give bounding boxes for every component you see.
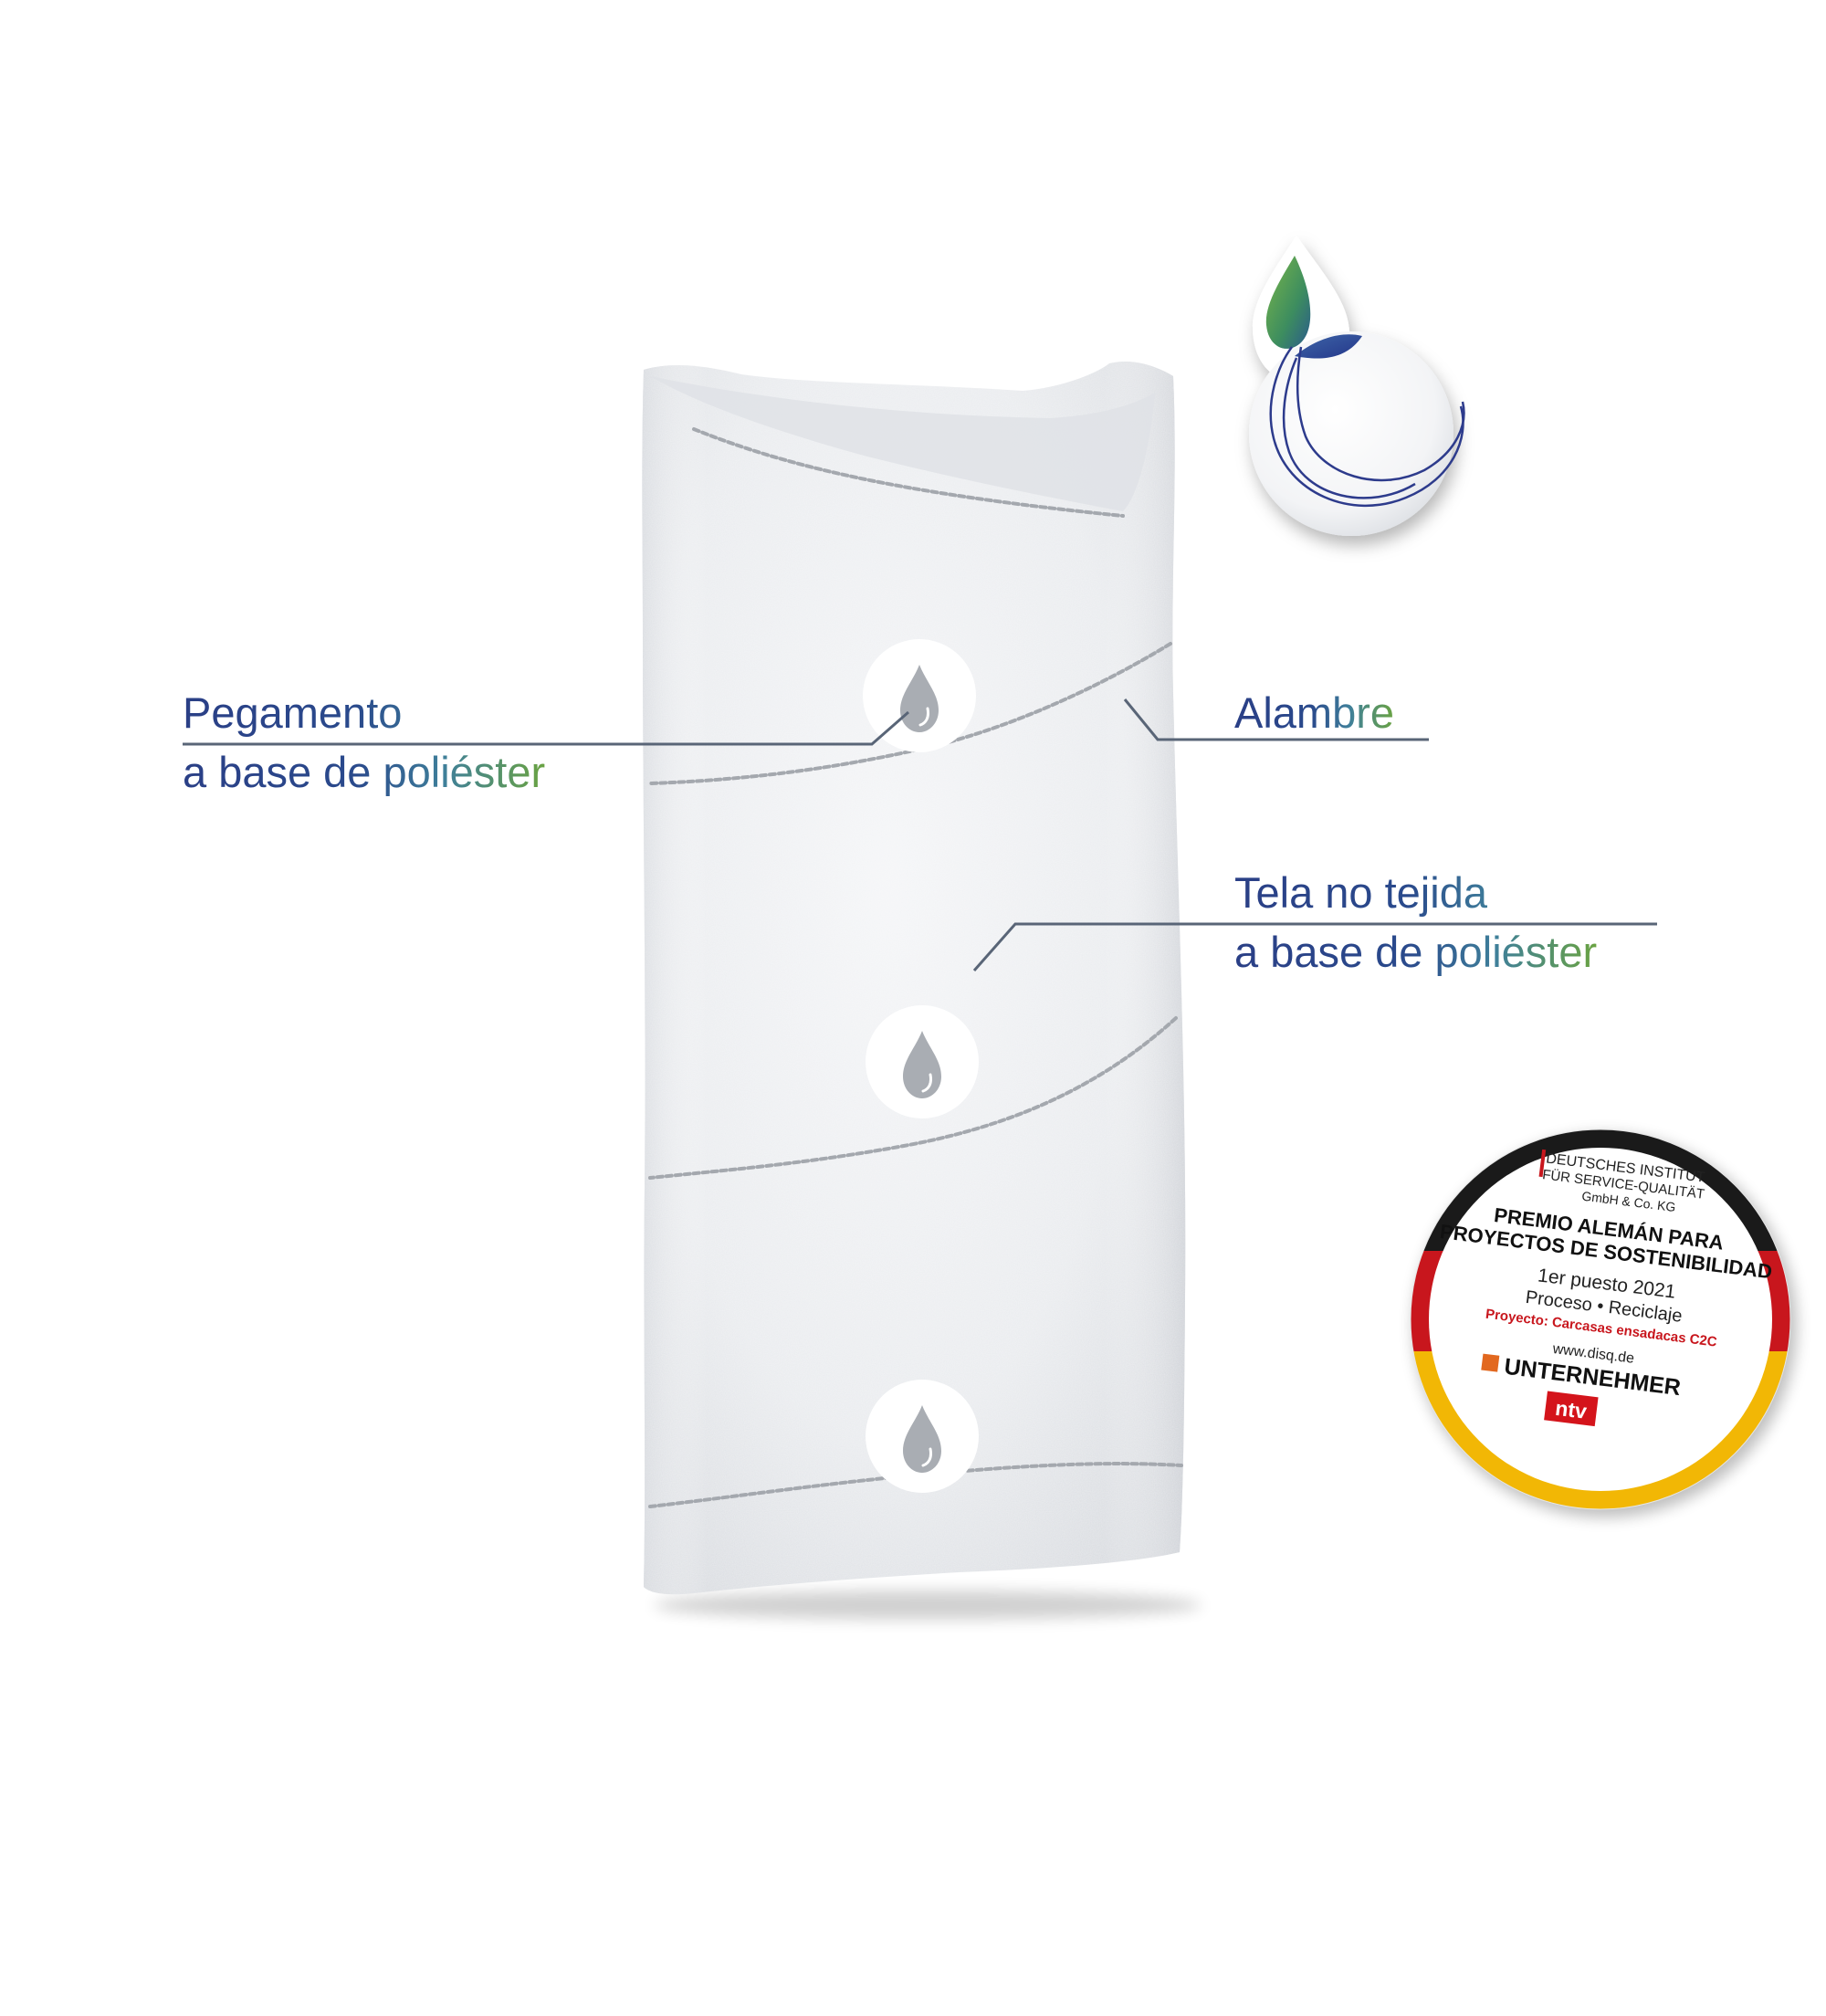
leader-line-glue — [183, 710, 909, 746]
leader-lines — [183, 698, 1657, 971]
label-glue-line2: a base de poliéster — [183, 748, 546, 796]
ntv-logo-box — [1544, 1391, 1599, 1427]
label-glue: Pegamento a base de poliéster — [183, 683, 545, 802]
badge-broadcaster: ntv — [1554, 1396, 1589, 1423]
label-wire-line1: Alambre — [1234, 688, 1395, 737]
droplet-badge — [866, 1380, 979, 1493]
filter-bag — [642, 361, 1202, 1620]
leader-line-wire — [1123, 698, 1429, 741]
leaf-water-drop-icon — [1249, 236, 1453, 536]
label-glue-line1: Pegamento — [183, 688, 403, 737]
award-badge: DEUTSCHES INSTITUT FÜR SERVICE-QUALITÄT … — [1410, 1129, 1797, 1517]
label-nonwoven: Tela no tejida a base de poliéster — [1234, 863, 1597, 982]
eco-leaves — [1265, 256, 1465, 507]
bag-floor-shadow — [654, 1591, 1202, 1620]
bag-texture — [642, 361, 1186, 1595]
label-wire: Alambre — [1234, 683, 1394, 742]
droplet-badge — [863, 639, 976, 752]
badge-center — [1429, 1148, 1772, 1491]
droplet-badge — [866, 1005, 979, 1118]
bag-opening — [650, 376, 1155, 511]
label-nonwoven-line1: Tela no tejida — [1234, 868, 1487, 917]
unternehmer-logo-mark — [1481, 1353, 1500, 1372]
leader-line-nonwoven — [972, 922, 1657, 971]
label-nonwoven-line2: a base de poliéster — [1234, 928, 1598, 976]
